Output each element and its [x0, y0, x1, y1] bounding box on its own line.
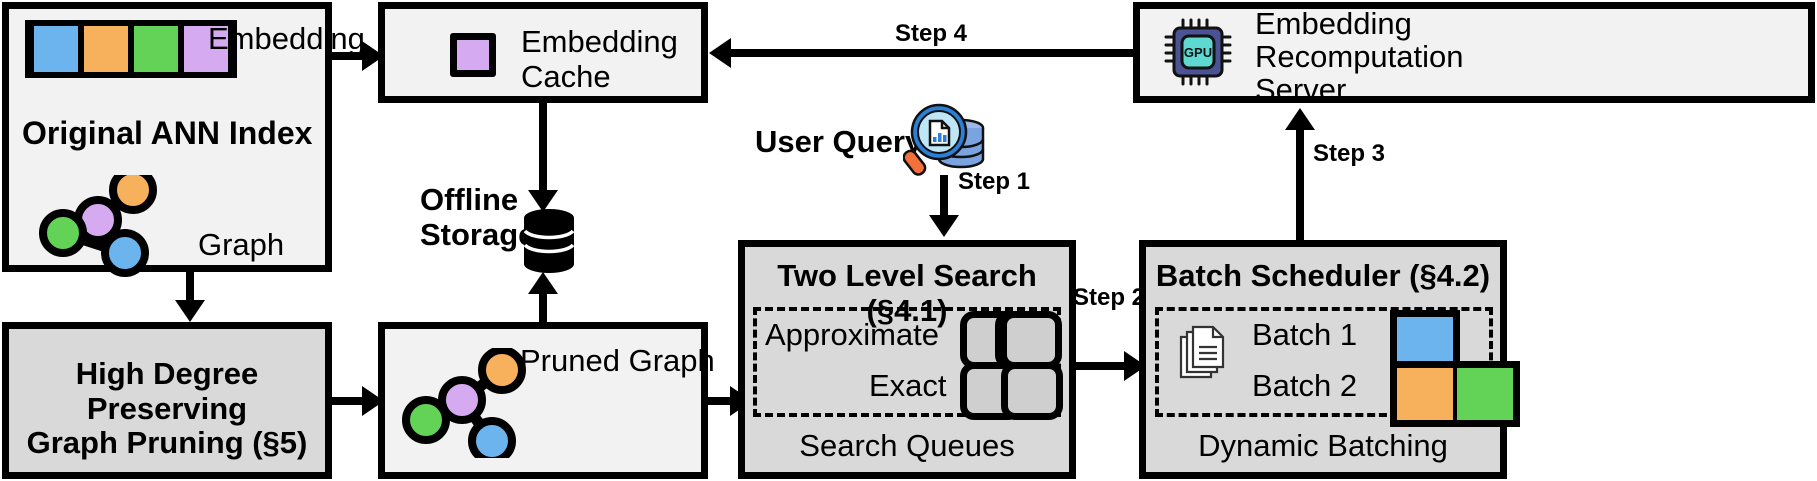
embedding-strip [25, 20, 237, 78]
exact-queue-slot-2[interactable] [1001, 362, 1063, 420]
arrow-pruned-to-search-line [708, 397, 738, 405]
batch-2-cell-orange [1397, 368, 1453, 420]
arrow-server-to-cache-head [709, 38, 731, 68]
documents-stack-icon [1179, 325, 1225, 379]
batch-1-label: Batch 1 [1252, 317, 1358, 352]
arrow-pruned-storage-stem [539, 300, 547, 322]
step-4-label: Step 4 [895, 20, 968, 47]
arrow-cache-to-storage-head [528, 190, 558, 212]
arrow-scheduler-to-server-head [1285, 108, 1315, 130]
arrow-cache-to-storage-line [539, 103, 547, 195]
pruned-graph-title: Pruned Graph [520, 343, 715, 378]
embedding-cell-blue [31, 26, 81, 72]
batch-2-swatch [1390, 361, 1520, 427]
batch-2-cell-green [1453, 368, 1513, 420]
offline-storage-label: Offline Storage [420, 182, 536, 252]
arrow-search-to-scheduler-line [1076, 362, 1134, 370]
recomputation-server-title: Embedding Recomputation Server [1255, 6, 1464, 107]
database-cylinder-icon [523, 209, 575, 273]
embedding-cell-orange [81, 26, 131, 72]
arrow-query-to-search-line [940, 175, 948, 220]
arrow-server-to-cache-line [730, 49, 1133, 57]
arrow-pruning-to-pruned-line [332, 397, 370, 405]
arrow-pruned-to-storage-head [528, 272, 558, 294]
arrow-index-to-pruning-line [186, 272, 194, 304]
original-ann-index-title: Original ANN Index [22, 115, 313, 151]
step-3-label: Step 3 [1313, 140, 1386, 167]
embedding-cache-title: Embedding Cache [521, 24, 678, 94]
user-query-label: User Query [755, 124, 923, 159]
svg-text:GPU: GPU [1184, 45, 1212, 60]
batch-1-cell-blue [1397, 317, 1453, 369]
batch-scheduler-title: Batch Scheduler (§4.2) [1155, 258, 1491, 293]
graph-pruning-title: High Degree Preserving Graph Pruning (§5… [26, 356, 308, 461]
arrow-index-to-pruning-head [175, 300, 205, 322]
graph-label: Graph [198, 227, 285, 262]
dynamic-batching-footer: Dynamic Batching [1198, 428, 1448, 463]
arrow-index-to-cache-line [332, 52, 370, 60]
arrow-query-to-search-head [929, 215, 959, 237]
embedding-label: Embedding [208, 21, 365, 56]
arrow-scheduler-to-server-line [1296, 128, 1304, 240]
exact-label: Exact [869, 368, 947, 403]
recomputation-server-box [1133, 2, 1815, 103]
gpu-chip-icon: GPU [1164, 18, 1232, 86]
batch-scheduler-box: Batch Scheduler (§4.2) [1139, 240, 1507, 479]
approximate-queue-slot-3[interactable] [1000, 311, 1062, 369]
pruned-graph-icon [402, 348, 526, 458]
search-queues-footer: Search Queues [799, 428, 1015, 463]
step-2-label: Step 2 [1073, 284, 1146, 311]
query-search-database-icon [903, 103, 985, 176]
step-1-label: Step 1 [958, 168, 1031, 195]
embedding-cell-green [131, 26, 181, 72]
embedding-cache-swatch [450, 33, 496, 77]
batch-2-label: Batch 2 [1252, 368, 1358, 403]
approximate-label: Approximate [765, 317, 940, 352]
original-graph-icon [39, 175, 157, 277]
graph-pruning-box: High Degree Preserving Graph Pruning (§5… [2, 322, 332, 479]
embedding-cell-purple [181, 26, 231, 72]
embedding-cache-box [378, 2, 708, 103]
